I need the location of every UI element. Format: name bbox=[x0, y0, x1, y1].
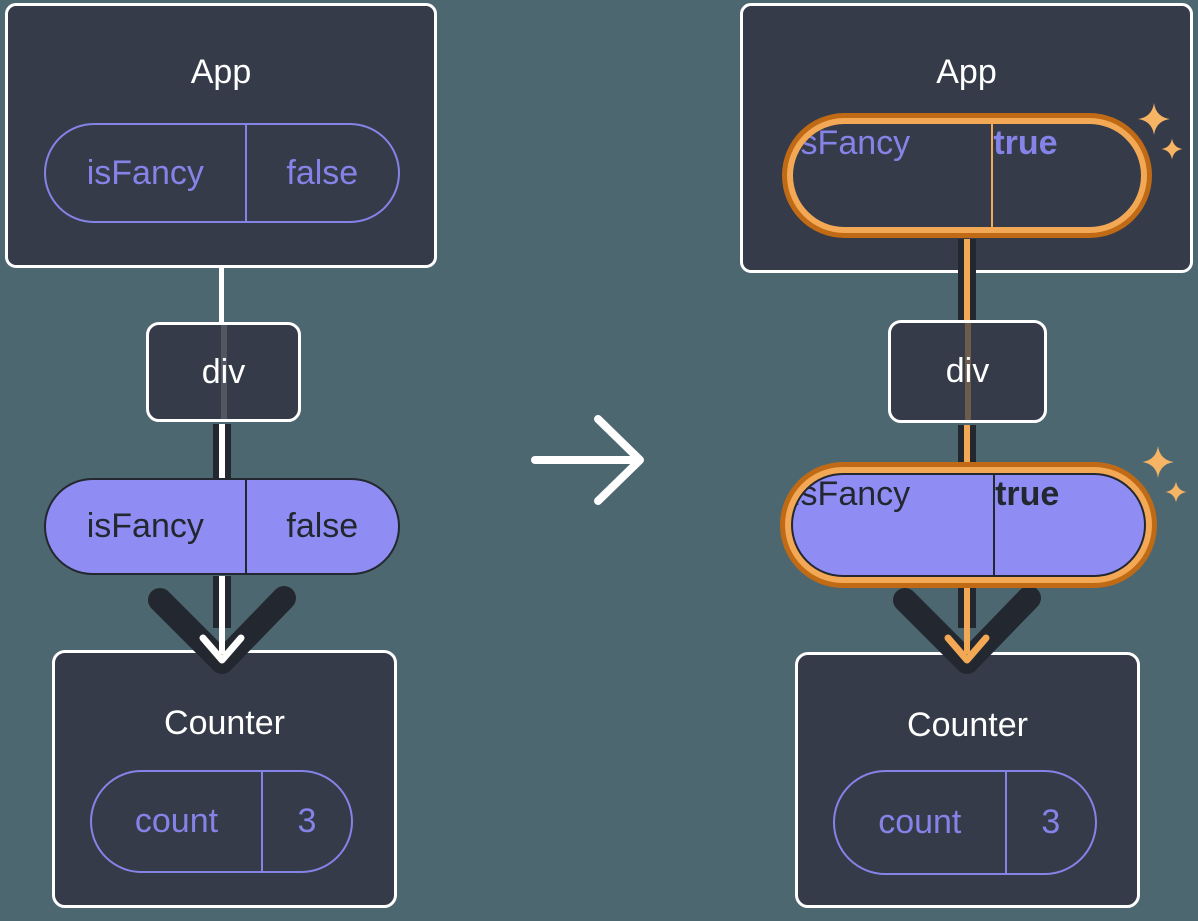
before-counter-card: Counter count 3 bbox=[52, 650, 397, 908]
right-arrow-icon bbox=[531, 415, 644, 505]
after-app-to-div-shaft bbox=[958, 239, 976, 322]
prop-name: isFancy bbox=[46, 125, 247, 221]
down-arrow-icon bbox=[148, 576, 296, 674]
before-app-prop-pill: isFancy false bbox=[44, 123, 400, 223]
after-counter-state-pill: count 3 bbox=[833, 770, 1097, 875]
before-app-card: App isFancy false bbox=[5, 3, 437, 268]
state-name: count bbox=[92, 772, 263, 871]
state-value: 3 bbox=[297, 802, 317, 840]
before-div-to-prop-shaft bbox=[213, 424, 231, 478]
prop-name: isFancy bbox=[793, 475, 996, 575]
after-passed-prop-pill: isFancy true bbox=[791, 473, 1146, 577]
sparkles-icon bbox=[1142, 446, 1187, 503]
div-label: div bbox=[201, 352, 246, 391]
sparkles-icon bbox=[1138, 103, 1183, 160]
down-arrow-icon bbox=[893, 582, 1041, 674]
before-passed-prop-pill: isFancy false bbox=[44, 478, 400, 575]
app-title: App bbox=[936, 53, 997, 91]
state-name: count bbox=[835, 772, 1007, 873]
state-value: 3 bbox=[1041, 803, 1061, 841]
before-app-to-div-connector bbox=[219, 265, 224, 324]
highlight-ring: isFancy true bbox=[782, 113, 1152, 238]
before-div-node: div bbox=[146, 322, 301, 422]
prop-value: false bbox=[286, 507, 359, 545]
prop-value: true bbox=[995, 475, 1060, 513]
prop-name: isFancy bbox=[793, 124, 994, 227]
highlight-ring: isFancy true bbox=[780, 462, 1157, 588]
after-app-card: App isFancy true bbox=[740, 3, 1193, 273]
ghost-wire bbox=[220, 325, 227, 419]
after-div-to-prop-shaft bbox=[958, 425, 976, 462]
prop-value: false bbox=[286, 153, 359, 192]
after-counter-card: Counter count 3 bbox=[795, 652, 1140, 908]
counter-title: Counter bbox=[164, 704, 285, 742]
ghost-wire bbox=[964, 323, 971, 420]
after-div-node: div bbox=[888, 320, 1047, 423]
div-label: div bbox=[945, 352, 990, 390]
prop-name: isFancy bbox=[46, 480, 247, 573]
app-title: App bbox=[190, 53, 252, 91]
after-app-prop-pill: isFancy true bbox=[793, 124, 1141, 227]
before-counter-state-pill: count 3 bbox=[90, 770, 353, 873]
prop-value: true bbox=[993, 124, 1058, 162]
counter-title: Counter bbox=[907, 706, 1028, 744]
